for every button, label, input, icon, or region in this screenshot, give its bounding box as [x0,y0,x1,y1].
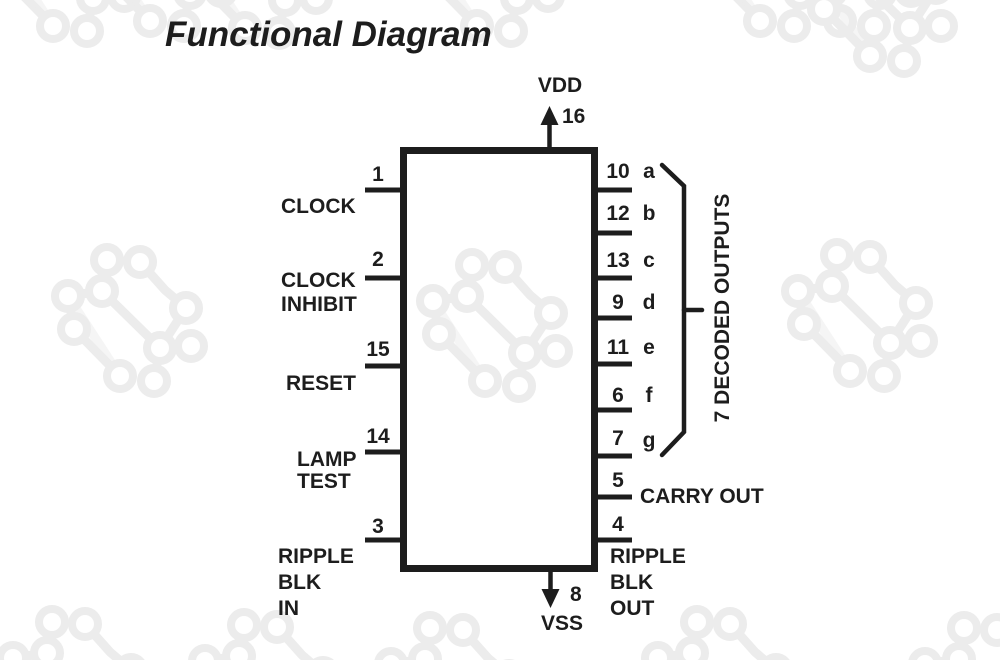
pin-number-16: 16 [562,105,586,128]
left-pin-stubs [365,187,403,543]
pin-number-1: 1 [372,163,384,186]
label-line: BLK [278,571,322,594]
segment-label-c: c [643,249,655,272]
label-line: IN [278,597,299,620]
pin-label-ripple-blk-in: RIPPLE BLK IN [278,544,354,622]
pin-number-11: 11 [606,336,630,359]
label-line: OUT [610,597,655,620]
right-pin-stubs [594,187,632,543]
pin-label-carry-out: CARRY OUT [640,485,764,508]
pin-label-ripple-blk-out: RIPPLE BLK OUT [610,544,686,622]
segment-label-b: b [642,202,656,225]
segment-label-f: f [645,384,653,407]
pin-number-12: 12 [606,202,630,225]
segment-label-e: e [643,336,655,359]
decoded-outputs-brace [659,162,705,458]
pin-label-vdd: VDD [537,74,583,97]
pin-number-14: 14 [366,425,390,448]
pin-label-clock: CLOCK [281,195,356,218]
pin-number-5: 5 [612,469,624,492]
label-line: INHIBIT [281,293,357,316]
segment-label-a: a [643,160,655,183]
vss-arrow [541,568,560,608]
pin-label-vss: VSS [540,612,584,635]
pin-number-6: 6 [612,384,624,407]
page-title: Functional Diagram [165,15,492,54]
label-line: LAMP [297,448,357,471]
pin-label-clock-inhibit: CLOCK INHIBIT [281,269,357,317]
pin-number-9: 9 [612,291,624,314]
pin-number-15: 15 [366,338,390,361]
label-line: RIPPLE [278,545,354,568]
decoded-outputs-label: 7 DECODED OUTPUTS [711,193,734,423]
label-line: BLK [610,571,654,594]
label-line: TEST [297,470,351,493]
pin-number-8: 8 [570,583,582,606]
segment-label-g: g [642,429,656,452]
chip-body [400,147,598,572]
pin-number-3: 3 [372,515,384,538]
vdd-arrow [540,106,559,147]
segment-label-d: d [642,291,656,314]
pin-number-10: 10 [606,160,630,183]
label-line: CLOCK [281,269,356,292]
pin-number-7: 7 [612,427,624,450]
label-line: RIPPLE [610,545,686,568]
pin-number-4: 4 [612,513,624,536]
pin-number-13: 13 [606,249,630,272]
pin-label-reset: RESET [286,372,357,395]
pin-number-2: 2 [372,248,384,271]
pin-label-lamp-test: LAMP TEST [297,449,357,493]
